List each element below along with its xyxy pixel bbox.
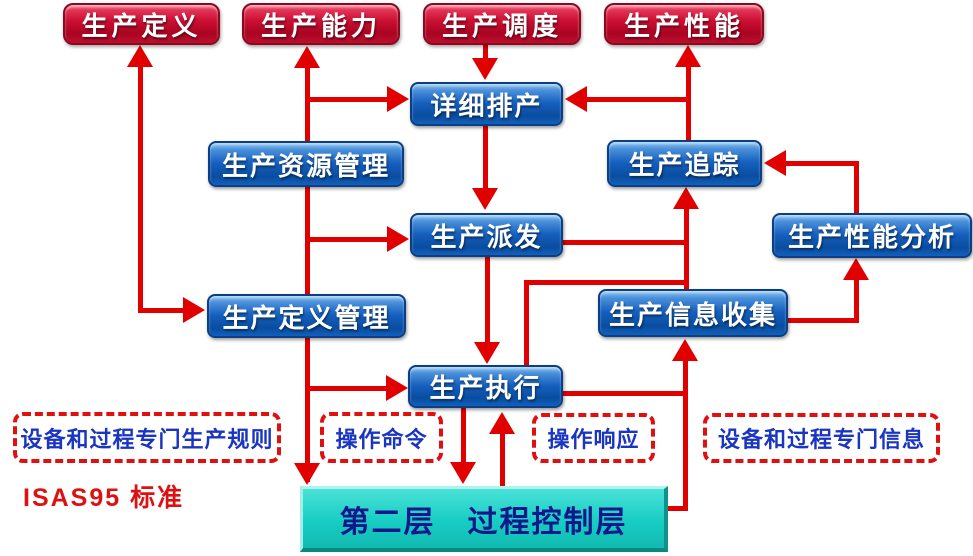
- edge-control-to-execution: [500, 430, 505, 486]
- node-label: 生产执行: [429, 373, 542, 403]
- node-definition-management: 生产定义管理: [207, 294, 406, 338]
- arrow-into-dispatching-top: [472, 188, 498, 210]
- arrow-into-control-layer-mid: [450, 462, 476, 484]
- arrow-into-control-layer-left: [294, 463, 320, 485]
- node-label: 生产追踪: [628, 150, 741, 180]
- edge-tracking-to-detailed: [587, 97, 688, 102]
- dashed-box-equipment-info: 设备和过程专门信息: [703, 413, 940, 463]
- node-production-definition: 生产定义: [63, 3, 220, 45]
- edge-dispatching-to-execution: [485, 257, 490, 347]
- dashed-label: 设备和过程专门生产规则: [20, 426, 274, 452]
- node-production-scheduling: 生产调度: [423, 3, 581, 45]
- edge-perfanalysis-to-tracking-horizontal: [785, 161, 859, 166]
- arrow-into-production-performance: [675, 45, 701, 67]
- arrow-into-tracking-bottom: [673, 187, 699, 209]
- node-label: 生产性能分析: [787, 222, 956, 252]
- arrow-into-detailed-scheduling-right: [565, 86, 587, 112]
- dashed-label: 设备和过程专门信息: [717, 427, 925, 452]
- node-label: 生产派发: [430, 221, 543, 252]
- edge-execution-to-tracking-vertical: [524, 280, 529, 366]
- edge-infocollect-to-perfanalysis-horizontal: [788, 318, 859, 323]
- edge-infocollect-to-perfanalysis-vertical: [854, 275, 859, 323]
- node-label: 生产信息收集: [608, 299, 777, 330]
- dashed-box-equipment-production-rules: 设备和过程专门生产规则: [13, 412, 281, 463]
- edge-control-to-infocollect-stub: [664, 506, 688, 511]
- arrow-into-definition-management: [183, 297, 205, 323]
- node-label: 生产调度: [441, 10, 562, 41]
- node-resource-management: 生产资源管理: [208, 141, 404, 187]
- edge-bus-vertical: [305, 64, 310, 482]
- edge-bus-to-dispatching: [305, 237, 388, 242]
- arrow-into-detailed-scheduling-left: [387, 86, 409, 112]
- edge-detailed-to-dispatching: [483, 126, 488, 194]
- arrow-into-execution-bottom: [489, 412, 515, 434]
- edge-defmgmt-definition-vertical: [138, 64, 143, 312]
- edge-execution-to-tracking-horizontal: [524, 280, 686, 285]
- node-production-capability: 生产能力: [242, 3, 400, 45]
- dashed-box-operation-command: 操作命令: [320, 412, 443, 463]
- edge-scheduling-to-detailed: [483, 45, 488, 65]
- arrow-into-info-collection: [672, 339, 698, 361]
- node-label: 生产定义: [81, 10, 202, 41]
- dashed-label: 操作命令: [335, 426, 428, 452]
- node-detailed-scheduling: 详细排产: [410, 82, 563, 126]
- edge-dispatching-to-tracking: [563, 240, 686, 245]
- arrow-into-execution-left: [386, 375, 408, 401]
- node-production-dispatching: 生产派发: [410, 213, 563, 257]
- edge-control-to-infocollect-vertical: [683, 356, 688, 511]
- arrow-into-production-definition: [127, 45, 153, 67]
- edge-perfanalysis-to-tracking-vertical: [854, 161, 859, 213]
- node-label: 生产定义管理: [222, 302, 391, 333]
- node-performance-analysis: 生产性能分析: [772, 213, 972, 258]
- edge-execution-to-infocollect: [563, 391, 685, 396]
- node-label: 生产资源管理: [221, 150, 390, 181]
- arrow-into-dispatching-left: [387, 226, 409, 252]
- node-process-control-layer: 第二层 过程控制层: [300, 486, 668, 552]
- node-info-collection: 生产信息收集: [598, 289, 788, 337]
- edge-execution-to-control: [461, 408, 466, 466]
- node-production-execution: 生产执行: [408, 365, 563, 408]
- edge-bus-to-detailed-scheduling: [305, 97, 388, 102]
- arrow-into-execution-top: [474, 342, 500, 364]
- edge-infocollect-to-tracking: [684, 203, 689, 289]
- arrow-into-performance-analysis: [843, 258, 869, 280]
- edge-defmgmt-definition-horizontal: [138, 308, 186, 313]
- arrow-into-detailed-scheduling-top: [472, 58, 498, 80]
- arrow-into-production-capability: [294, 46, 320, 68]
- dashed-box-operation-response: 操作响应: [532, 413, 655, 463]
- dashed-label: 操作响应: [547, 427, 640, 452]
- arrow-into-tracking-right: [764, 150, 786, 176]
- edge-tracking-to-performance: [686, 60, 691, 140]
- node-label: 详细排产: [430, 90, 543, 121]
- node-label: 生产能力: [260, 10, 381, 41]
- node-label: 生产性能: [623, 10, 744, 41]
- edge-bus-to-execution: [305, 386, 387, 391]
- node-production-tracking: 生产追踪: [607, 140, 762, 187]
- node-production-performance: 生产性能: [604, 3, 764, 45]
- standard-caption: ISAS95 标准: [23, 484, 185, 512]
- node-label: 第二层 过程控制层: [339, 505, 628, 539]
